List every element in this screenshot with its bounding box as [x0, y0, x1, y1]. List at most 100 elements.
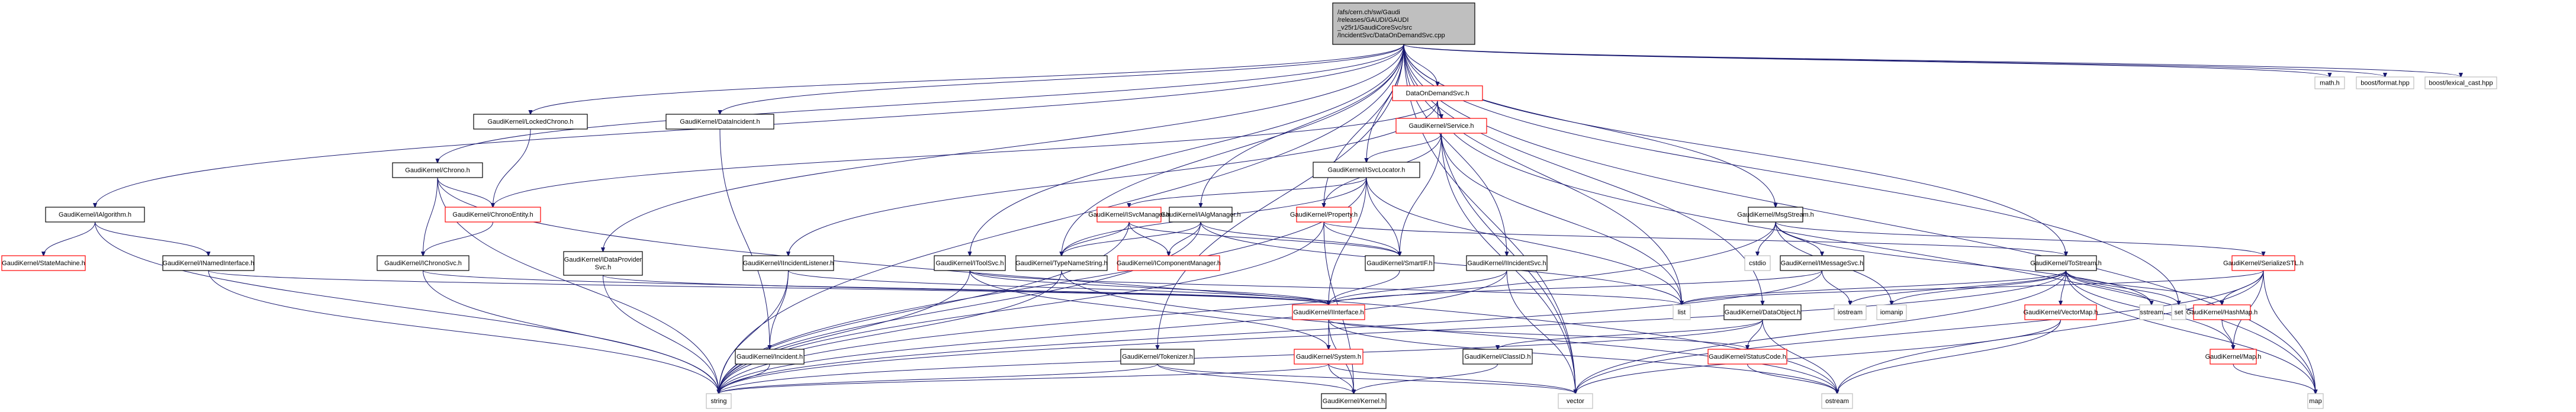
node-box — [706, 393, 732, 409]
graph-node-iinterface[interactable]: GaudiKernel/IInterface.h — [1292, 304, 1365, 320]
edge-idataprovidersvc-to-iinterface — [603, 275, 1329, 305]
edge-root-to-dods_h — [1403, 44, 1437, 86]
edge-chronoentity-to-ichronosvc — [423, 221, 493, 256]
node-label: GaudiKernel/LockedChrono.h — [488, 118, 574, 125]
node-label: GaudiKernel/IComponentManager.h — [1117, 260, 1221, 267]
graph-node-smartif[interactable]: GaudiKernel/SmartIF.h — [1365, 255, 1435, 271]
graph-node-statuscode[interactable]: GaudiKernel/StatusCode.h — [1707, 349, 1787, 365]
node-label: GaudiKernel/Chrono.h — [405, 167, 469, 174]
node-label: list — [1678, 309, 1686, 316]
graph-node-ialgorithm[interactable]: GaudiKernel/IAlgorithm.h — [45, 207, 145, 223]
edge-statuscode-to-ostream — [1747, 363, 1838, 394]
graph-node-hashmap[interactable]: GaudiKernel/HashMap.h — [2186, 304, 2257, 320]
graph-node-iincidentsvc[interactable]: GaudiKernel/IIncidentSvc.h — [1466, 255, 1548, 271]
edge-isvcmanager-to-typenamestring — [1062, 221, 1130, 256]
node-box — [665, 114, 774, 130]
graph-node-iincidentlistener[interactable]: GaudiKernel/IIncidentListener.h — [742, 255, 834, 271]
graph-node-mathh[interactable]: math.h — [2314, 76, 2345, 89]
edge-chrono-to-ichronosvc — [423, 177, 438, 256]
edge-service-to-smartif — [1400, 133, 1442, 256]
graph-node-tostream[interactable]: GaudiKernel/ToStream.h — [2030, 255, 2102, 271]
edge-typenamestring-to-string — [719, 270, 1062, 394]
graph-node-imessagesvc[interactable]: GaudiKernel/IMessageSvc.h — [1780, 255, 1864, 271]
node-box — [1707, 349, 1787, 365]
graph-node-incident[interactable]: GaudiKernel/Incident.h — [735, 349, 805, 365]
node-box — [1744, 255, 1771, 271]
node-label: GaudiKernel/VectorMap.h — [2024, 309, 2098, 316]
graph-node-chronoentity[interactable]: GaudiKernel/ChronoEntity.h — [445, 207, 541, 223]
node-label: GaudiKernel/Service.h — [1408, 123, 1474, 130]
edge-iincidentlistener-to-iinterface — [788, 270, 1329, 305]
graph-node-service[interactable]: GaudiKernel/Service.h — [1395, 118, 1487, 134]
node-box — [473, 114, 588, 130]
edge-imessagesvc-to-string — [719, 270, 1822, 394]
edge-chrono-to-chronoentity — [437, 177, 493, 207]
graph-node-statemachine[interactable]: GaudiKernel/StateMachine.h — [1, 255, 86, 271]
node-label: _v25r1/GaudiCoreSvc/src — [1337, 24, 1412, 31]
graph-node-ostream[interactable]: ostream — [1821, 393, 1853, 409]
graph-node-isvcmanager[interactable]: GaudiKernel/ISvcManager.h — [1088, 207, 1170, 223]
graph-node-dataobject[interactable]: GaudiKernel/DataObject.h — [1723, 304, 1802, 320]
graph-node-system[interactable]: GaudiKernel/System.h — [1294, 349, 1363, 365]
edge-tokenizer-to-string — [719, 363, 1158, 394]
edge-incident-to-string — [719, 363, 770, 394]
edge-root-to-boostformat — [1403, 44, 2385, 77]
graph-node-icomponentmanager[interactable]: GaudiKernel/IComponentManager.h — [1117, 255, 1221, 271]
graph-node-string[interactable]: string — [706, 393, 732, 409]
edge-tostream-to-hashmap — [2066, 270, 2223, 305]
graph-node-map[interactable]: map — [2307, 393, 2324, 409]
edge-msgstream-to-cstdio — [1758, 221, 1776, 256]
graph-node-typenamestring[interactable]: GaudiKernel/TypeNameString.h — [1015, 255, 1108, 271]
graph-node-iostream[interactable]: iostream — [1834, 304, 1867, 320]
graph-node-kernel[interactable]: GaudiKernel/Kernel.h — [1321, 393, 1387, 409]
graph-node-maph[interactable]: GaudiKernel/Map.h — [2205, 349, 2262, 365]
node-label: GaudiKernel/MsgStream.h — [1737, 211, 1814, 218]
node-label: GaudiKernel/IDataProvider — [564, 256, 642, 263]
node-box — [1292, 304, 1365, 320]
graph-node-iomanip[interactable]: iomanip — [1876, 304, 1907, 320]
graph-node-ialgmanager[interactable]: GaudiKernel/IAlgManager.h — [1160, 207, 1241, 223]
edge-root-to-lockedchrono — [530, 44, 1404, 114]
graph-node-tokenizer[interactable]: GaudiKernel/Tokenizer.h — [1120, 349, 1195, 365]
graph-node-root[interactable]: /afs/cern.ch/sw/Gaudi/releases/GAUDI/GAU… — [1332, 2, 1475, 45]
edge-ialgmanager-to-typenamestring — [1062, 221, 1201, 256]
graph-node-boostlexical[interactable]: boost/lexical_cast.hpp — [2424, 76, 2497, 89]
graph-node-vector[interactable]: vector — [1558, 393, 1593, 409]
edge-isvcmanager-to-icomponentmanager — [1128, 221, 1169, 256]
graph-node-classid[interactable]: GaudiKernel/ClassID.h — [1462, 349, 1533, 365]
node-label: GaudiKernel/DataObject.h — [1725, 309, 1800, 316]
graph-node-ichronosvc[interactable]: GaudiKernel/IChronoSvc.h — [377, 255, 469, 271]
graph-node-msgstream[interactable]: GaudiKernel/MsgStream.h — [1737, 207, 1814, 223]
edge-maph-to-map — [2233, 363, 2315, 394]
node-box — [1313, 162, 1420, 178]
graph-node-sstream[interactable]: sstream — [2139, 304, 2164, 320]
edge-dataobject-to-ostream — [1762, 319, 1837, 394]
node-box — [1332, 2, 1475, 45]
edge-tostream-to-vector — [1575, 270, 2066, 394]
graph-node-cstdio[interactable]: cstdio — [1744, 255, 1771, 271]
edge-msgstream-to-string — [719, 221, 1776, 394]
edge-isvclocator-to-string — [719, 177, 1367, 394]
graph-node-set[interactable]: set — [2171, 304, 2186, 320]
edge-root-to-tokenizer — [1157, 44, 1404, 349]
graph-node-vectormap[interactable]: GaudiKernel/VectorMap.h — [2024, 304, 2098, 320]
graph-node-list[interactable]: list — [1673, 304, 1691, 320]
graph-node-boostformat[interactable]: boost/format.hpp — [2356, 76, 2414, 89]
edge-system-to-vector — [1328, 363, 1575, 394]
graph-node-lockedchrono[interactable]: GaudiKernel/LockedChrono.h — [473, 114, 588, 130]
graph-node-chrono[interactable]: GaudiKernel/Chrono.h — [392, 162, 483, 178]
edge-dataobject-to-classid — [1498, 319, 1763, 349]
graph-node-itoolsvc[interactable]: GaudiKernel/IToolSvc.h — [934, 255, 1006, 271]
edge-msgstream-to-serializestl — [1775, 221, 2263, 256]
graph-node-isvclocator[interactable]: GaudiKernel/ISvcLocator.h — [1313, 162, 1420, 178]
graph-node-dods_h[interactable]: DataOnDemandSvc.h — [1392, 85, 1483, 101]
graph-node-dataincident[interactable]: GaudiKernel/DataIncident.h — [665, 114, 774, 130]
node-label: /releases/GAUDI/GAUDI — [1337, 17, 1408, 24]
graph-node-property[interactable]: GaudiKernel/Property.h — [1290, 207, 1358, 223]
node-box — [1834, 304, 1867, 320]
graph-node-inamedinterface[interactable]: GaudiKernel/INamedInterface.h — [162, 255, 255, 271]
edge-tostream-to-list — [1682, 270, 2066, 305]
node-label: GaudiKernel/StatusCode.h — [1709, 353, 1786, 360]
graph-node-serializestl[interactable]: GaudiKernel/SerializeSTL.h — [2223, 255, 2304, 271]
